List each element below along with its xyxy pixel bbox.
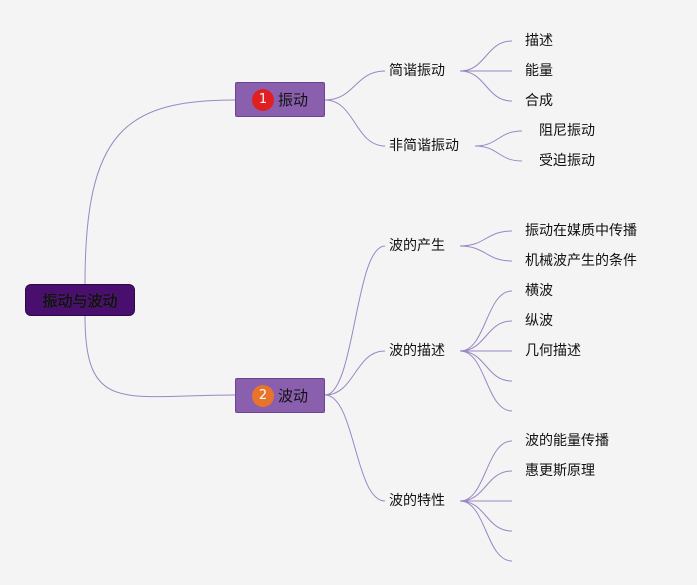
priority-2-icon: 2 [251,384,274,407]
connector-leaf-4-3 [459,500,513,532]
topic-simple-harmonic[interactable]: 简谐振动 [389,63,445,79]
leaf-description[interactable]: 描述 [525,33,553,49]
root-label: 振动与波动 [42,291,118,310]
priority-1-icon: 1 [251,88,274,111]
leaf-energy-propagation[interactable]: 波的能量传播 [525,433,609,449]
connector-leaf-3-4 [459,350,513,412]
branch-vibration-label: 振动 [277,91,308,109]
connector-root-wave [84,315,236,398]
connector-leaf-2-1 [459,245,513,262]
connector-leaf-0-0 [459,40,513,72]
connector-leaf-1-0 [474,130,523,147]
leaf-forced[interactable]: 受迫振动 [539,153,595,169]
topic-non-harmonic[interactable]: 非简谐振动 [389,138,459,154]
connector-wave-properties [324,394,386,502]
leaf-mechanical-wave-conditions[interactable]: 机械波产生的条件 [525,253,637,269]
leaf-transverse-wave[interactable]: 横波 [525,283,553,299]
leaf-huygens-principle[interactable]: 惠更斯原理 [525,463,595,479]
leaf-energy[interactable]: 能量 [525,63,553,79]
leaf-composition[interactable]: 合成 [525,93,553,109]
root-node[interactable]: 振动与波动 [25,284,135,316]
topic-wave-description[interactable]: 波的描述 [389,343,445,359]
leaf-longitudinal-wave[interactable]: 纵波 [525,313,553,329]
branch-vibration-node[interactable]: 1 振动 [235,82,325,117]
topic-wave-generation[interactable]: 波的产生 [389,238,445,254]
leaf-damped[interactable]: 阻尼振动 [539,123,595,139]
connector-vibration-harmonic [324,70,386,101]
connector-leaf-3-3 [459,350,513,382]
connector-leaf-3-1 [459,320,513,352]
connector-leaf-4-4 [459,500,513,562]
connector-leaf-4-1 [459,470,513,502]
connector-leaf-3-0 [459,290,513,352]
branch-wave-label: 波动 [277,387,308,405]
leaf-geometric-description[interactable]: 几何描述 [525,343,581,359]
connector-root-vibration [84,99,236,285]
leaf-propagation-in-medium[interactable]: 振动在媒质中传播 [525,223,637,239]
connector-wave-generation [324,245,386,396]
connector-leaf-2-0 [459,230,513,247]
connector-leaf-4-0 [459,440,513,502]
connector-wave-description [324,350,386,396]
topic-wave-properties[interactable]: 波的特性 [389,493,445,509]
branch-wave-node[interactable]: 2 波动 [235,378,325,413]
connector-leaf-1-1 [474,145,523,162]
connector-leaf-0-2 [459,70,513,102]
connector-vibration-nonharmonic [324,99,386,147]
